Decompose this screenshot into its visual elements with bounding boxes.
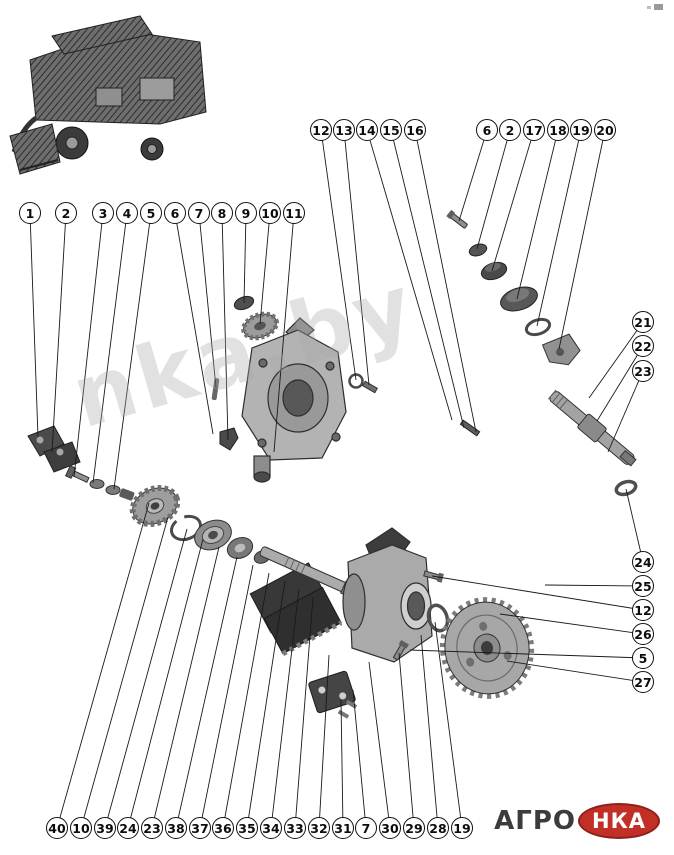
leader-line-27 [506, 660, 644, 683]
leader-line-7 [198, 212, 217, 389]
leader-line-20 [558, 129, 606, 350]
cover-stack [446, 209, 581, 366]
leader-line-22 [596, 345, 644, 422]
brand-logo-text: АГРО [494, 806, 576, 836]
leader-line-12 [320, 129, 357, 381]
leader-line-7 [352, 689, 367, 829]
leader-line-3 [73, 212, 104, 478]
mount-plate [308, 670, 358, 719]
leader-line-30 [368, 661, 391, 829]
upper-washer-gear [233, 295, 279, 341]
leader-line-34 [270, 588, 300, 829]
brand-logo-oval: НКА [578, 803, 660, 839]
leader-line-8 [221, 212, 229, 441]
leader-line-21 [588, 321, 644, 399]
leader-line-19 [536, 129, 582, 327]
leader-line-36 [222, 572, 270, 829]
leader-line-35 [246, 580, 286, 829]
leader-line-10 [259, 212, 271, 325]
leader-line-6 [458, 129, 488, 222]
leader-line-2 [476, 129, 511, 250]
leader-line-5 [113, 212, 152, 490]
splined-shaft [547, 389, 638, 497]
leader-line-40 [56, 502, 150, 829]
leader-line-15 [390, 129, 465, 429]
leader-line-17 [491, 129, 535, 272]
leader-line-29 [398, 652, 415, 829]
leader-line-26 [499, 613, 644, 635]
sprocket-wheel [439, 597, 535, 699]
leader-line-24 [127, 538, 204, 829]
leader-line-28 [420, 634, 439, 829]
leader-line-1 [29, 212, 39, 438]
gearbox-housing [241, 317, 347, 483]
small-hardware [348, 373, 481, 437]
leader-line-38 [175, 556, 238, 829]
leader-line-32 [318, 654, 330, 829]
leader-line-23 [151, 546, 220, 829]
leader-line-10 [80, 516, 169, 829]
leader-line-31 [340, 699, 344, 829]
leader-line-14 [366, 129, 453, 421]
leader-line-6 [174, 212, 214, 435]
leader-line-39 [104, 528, 188, 829]
leader-line-24 [625, 488, 644, 563]
bracket-assembly [27, 425, 135, 501]
leader-line-2 [51, 212, 67, 453]
leader-line-19 [434, 621, 463, 829]
leader-line-11 [273, 212, 295, 453]
leader-line-4 [92, 212, 128, 484]
leader-line-18 [516, 129, 559, 300]
leader-line-9 [243, 212, 247, 304]
leader-line-23 [607, 370, 644, 453]
leader-line-5 [409, 649, 644, 659]
corner-artifact [647, 4, 663, 10]
leader-line-16 [414, 129, 477, 433]
machine-thumbnail [9, 15, 207, 175]
pin-and-bracket [211, 378, 239, 451]
leader-line-33 [294, 596, 314, 829]
leader-line-37 [199, 564, 254, 829]
serrated-plates [249, 562, 343, 656]
leader-lines [29, 129, 644, 829]
brand-logo: АГРО НКА [494, 803, 660, 839]
leader-line-25 [544, 584, 644, 587]
leader-line-13 [343, 129, 370, 386]
gear-train [129, 485, 271, 564]
leader-line-12 [431, 575, 644, 611]
bearing-housing [342, 527, 433, 663]
